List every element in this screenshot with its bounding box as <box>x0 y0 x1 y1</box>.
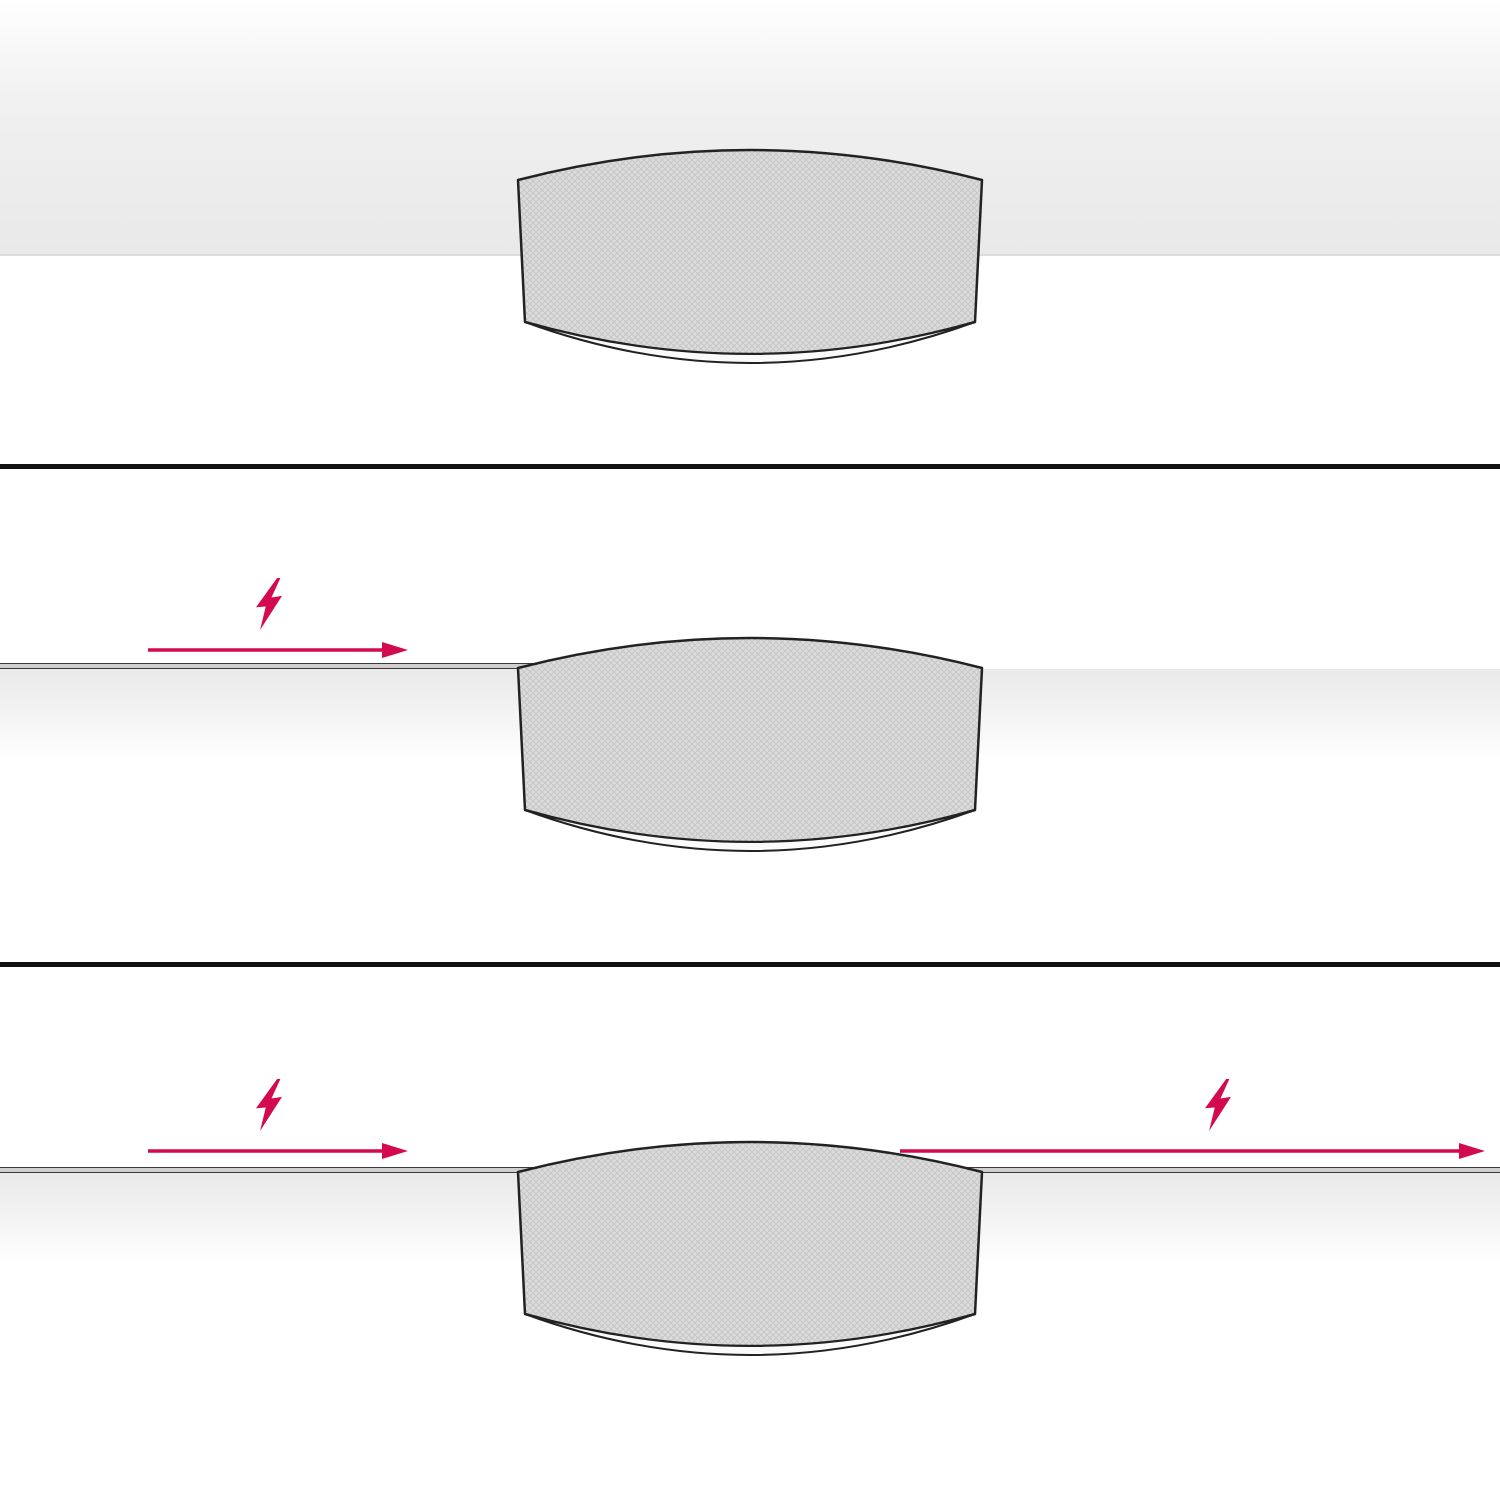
panel-lamp-only <box>0 0 1500 464</box>
drum-ceiling-lamp <box>512 1128 988 1368</box>
arrow-head <box>382 642 408 658</box>
power-cable-right <box>948 1167 1500 1173</box>
panel-divider <box>0 962 1500 967</box>
drum-lampshade-illustration <box>516 148 984 364</box>
lampshade-body <box>516 148 984 356</box>
current-flow-arrow-right <box>900 1141 1485 1161</box>
panel-cable-in-left <box>0 469 1500 962</box>
lightning-bolt-icon <box>1205 1079 1231 1131</box>
lamp-diffuser-rim <box>524 809 976 852</box>
power-cable-left <box>0 663 552 669</box>
power-cable-left <box>0 1167 552 1173</box>
current-flow-arrow-right <box>148 640 408 660</box>
arrow-head <box>382 1143 408 1159</box>
panel-cable-pass-through <box>0 967 1500 1500</box>
drum-ceiling-lamp <box>512 624 988 864</box>
drum-lampshade-illustration <box>516 636 984 852</box>
lamp-diffuser-rim <box>524 1313 976 1356</box>
lampshade-body <box>516 636 984 844</box>
arrow-head <box>1459 1143 1485 1159</box>
current-flow-arrow-right <box>148 1141 408 1161</box>
lightning-bolt-shape <box>256 578 282 630</box>
lightning-bolt-shape <box>256 1079 282 1131</box>
lightning-bolt-icon <box>256 578 282 630</box>
drum-ceiling-lamp <box>512 136 988 376</box>
panel-divider <box>0 464 1500 469</box>
lightning-bolt-shape <box>1205 1079 1231 1131</box>
lampshade-body <box>516 1140 984 1348</box>
lamp-diffuser-rim <box>524 321 976 364</box>
drum-lampshade-illustration <box>516 1140 984 1356</box>
lightning-bolt-icon <box>256 1079 282 1131</box>
